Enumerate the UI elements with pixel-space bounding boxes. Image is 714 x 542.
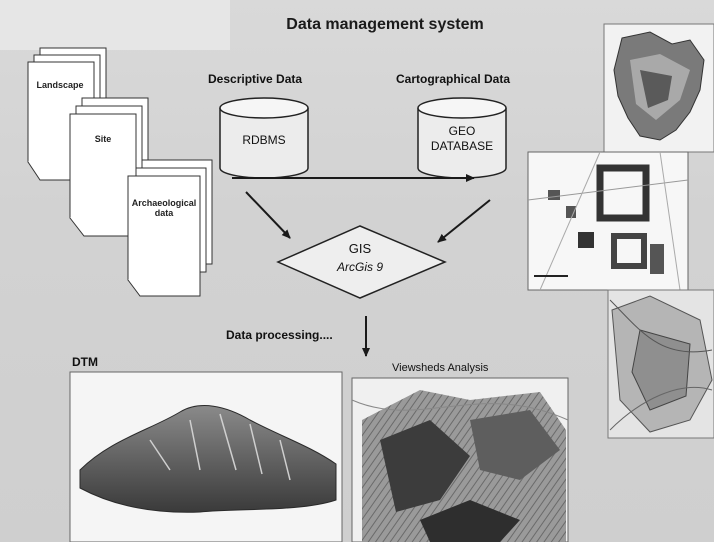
dtm-image — [69, 371, 343, 542]
arcgis-label: ArcGis 9 — [336, 260, 383, 274]
viewsheds-image — [351, 377, 569, 542]
geo-database-label: GEO DATABASE — [430, 124, 494, 153]
data-processing-label: Data processing.... — [226, 328, 333, 342]
terrain-map-image — [607, 289, 714, 439]
arrow-docs-to-gis — [245, 191, 291, 239]
rdbms-cylinder — [219, 97, 309, 179]
descriptive-data-label: Descriptive Data — [208, 72, 303, 86]
document-label-archaeological: Archaeological data — [131, 198, 197, 218]
cartographical-data-label: Cartographical Data — [396, 72, 511, 86]
gis-label: GIS — [348, 241, 372, 256]
document-stack-site — [69, 97, 149, 237]
region-map-image — [603, 23, 714, 153]
site-plan-image — [527, 151, 689, 291]
gis-diamond — [276, 225, 447, 299]
document-label-site: Site — [94, 134, 112, 144]
document-stack-archaeological — [127, 159, 213, 297]
document-label-landscape: Landscape — [36, 80, 84, 90]
rdbms-label: RDBMS — [242, 133, 286, 147]
corner-patch — [0, 0, 230, 50]
arrow-geodb-to-gis — [437, 199, 491, 243]
diagram-title: Data management system — [286, 16, 484, 33]
dtm-label: DTM — [72, 355, 98, 369]
viewsheds-label: Viewsheds Analysis — [392, 362, 489, 374]
geo-database-cylinder — [417, 97, 507, 179]
